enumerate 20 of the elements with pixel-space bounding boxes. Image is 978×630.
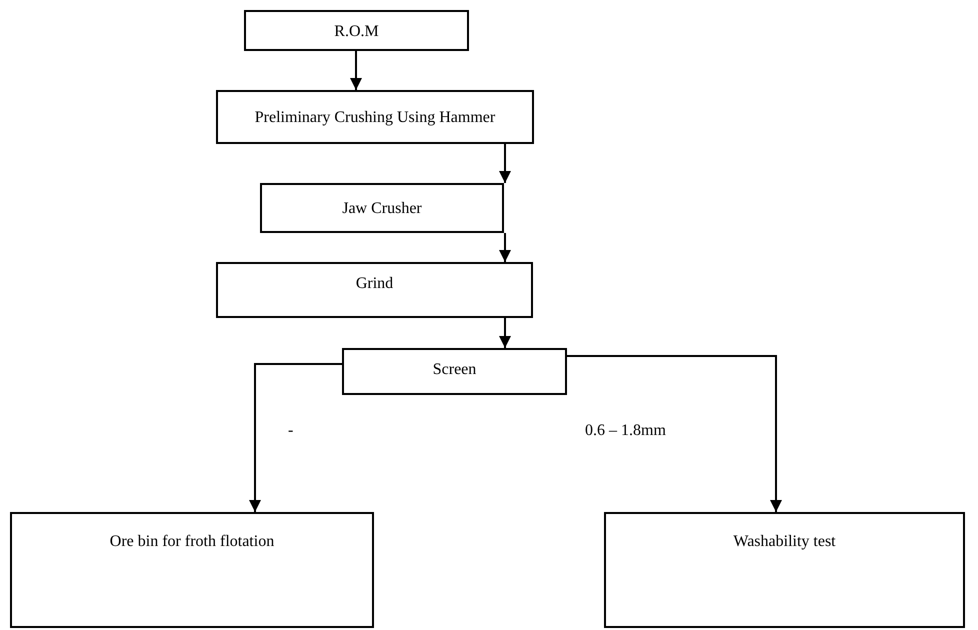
arrow (499, 233, 511, 262)
arrow (350, 51, 362, 90)
box-label: Preliminary Crushing Using Hammer (254, 108, 496, 128)
box-label: R.O.M (334, 22, 379, 42)
arrow (499, 144, 511, 183)
arrow (499, 318, 511, 348)
process-box (216, 262, 533, 318)
process-box (216, 90, 534, 144)
process-box (244, 10, 469, 51)
box-label: Washability test (733, 532, 836, 552)
arrow (567, 355, 782, 512)
box-label: Screen (432, 360, 476, 380)
process-box (10, 512, 374, 628)
process-box (604, 512, 965, 628)
process-box (342, 348, 567, 395)
box-label: Jaw Crusher (342, 199, 422, 219)
process-box (260, 183, 504, 233)
box-label: Ore bin for froth flotation (110, 532, 274, 552)
arrow (249, 363, 342, 512)
box-label: Grind (356, 274, 394, 294)
